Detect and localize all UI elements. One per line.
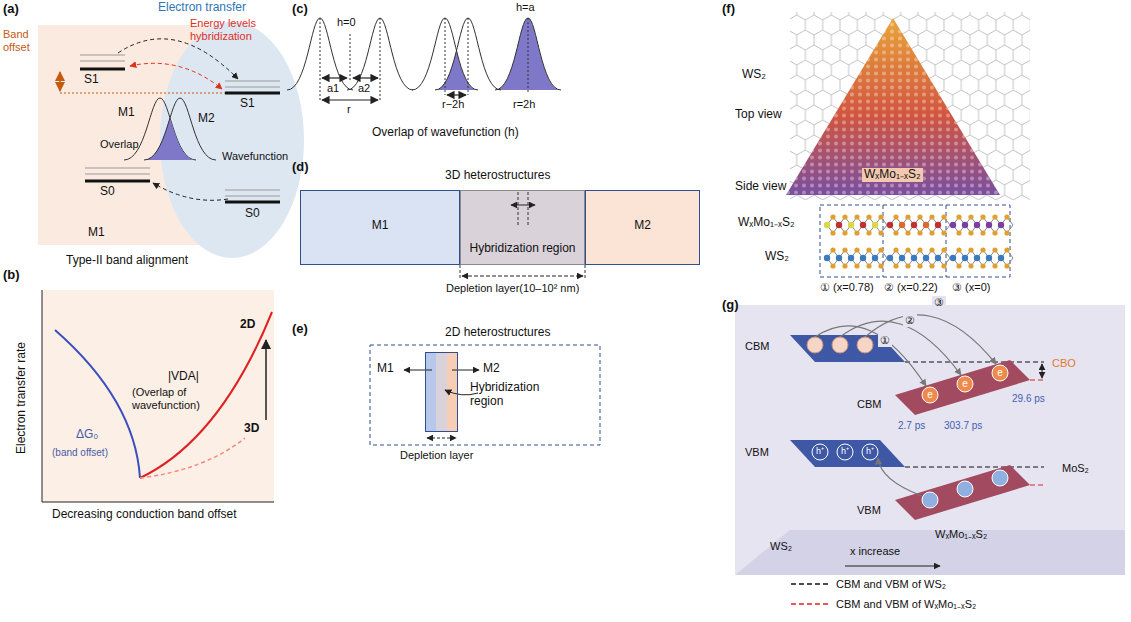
annotation-text: WS₂: [765, 250, 789, 264]
region-label: M1: [372, 219, 389, 233]
annotation-text: (band offset): [52, 447, 108, 459]
panel-label: (a): [3, 2, 19, 17]
annotation-text: CBO: [1052, 357, 1076, 370]
annotation-text: e: [927, 389, 933, 401]
annotation-text: M1: [377, 362, 394, 376]
annotation-text: CBM: [857, 398, 881, 411]
legend-swatch: [790, 599, 830, 609]
annotation-text: WₓMo₁₋ₓS₂: [862, 168, 923, 182]
panel-label: (g): [722, 298, 739, 313]
annotation-text: h=0: [337, 16, 356, 29]
annotation-text: Type-II band alignment: [66, 254, 188, 268]
annotation-text: VBM: [745, 446, 769, 459]
annotation-text: 29.6 ps: [1012, 393, 1045, 405]
annotation-text: WS₂: [742, 68, 766, 82]
legend-swatch: [790, 579, 830, 589]
annotation-text: S0: [100, 185, 115, 199]
annotation-text: ③ (x=0): [952, 281, 990, 294]
annotation-text: a1: [327, 82, 339, 95]
annotation-text: S1: [84, 73, 99, 87]
annotation-text: ① (x=0.78): [820, 281, 874, 294]
annotation-text: ② (x=0.22): [884, 281, 938, 294]
annotation-text: WS₂: [770, 540, 792, 553]
annotation-text: ②: [903, 314, 917, 327]
annotation-text: Energy levels hybridization: [190, 17, 272, 42]
annotation-text: 3D: [244, 422, 259, 436]
annotation-text: 303.7 ps: [944, 420, 982, 432]
region-label: Hybridization region: [470, 381, 552, 409]
legend-text: CBM and VBM of WₓMo₁₋ₓS₂: [836, 596, 976, 611]
region-box: M1: [300, 190, 460, 265]
annotation-text: h⁺: [841, 446, 849, 456]
annotation-text: Overlap: [100, 138, 139, 151]
annotation-text: ΔG₀: [76, 428, 98, 442]
annotation-text: M1: [118, 106, 135, 120]
annotation-text: r: [347, 103, 351, 116]
annotation-text: 2.7 ps: [898, 420, 925, 432]
panel-label: (b): [3, 268, 20, 283]
annotation-text: Wavefunction: [222, 150, 288, 163]
annotation-text: CBM: [745, 340, 769, 353]
annotation-text: WₓMo₁₋ₓS₂: [738, 216, 795, 230]
annotation-text: WₓMo₁₋ₓS₂: [935, 528, 987, 541]
region-box: Hybridization region: [460, 190, 585, 265]
annotation-text: Side view: [735, 180, 786, 194]
axis-title: Decreasing conduction band offset: [52, 508, 237, 522]
annotation-text: Overlap of wavefunction (h): [372, 126, 519, 140]
legend-row: CBM and VBM of WₓMo₁₋ₓS₂: [790, 596, 976, 611]
annotation-text: ①: [878, 334, 892, 347]
annotation-text: S0: [245, 207, 260, 221]
annotation-text: h⁺: [866, 446, 874, 456]
panel-label: (c): [292, 2, 308, 17]
annotation-text: (Overlap of wavefunction): [132, 386, 218, 411]
annotation-text: S1: [240, 97, 255, 111]
annotation-text: VBM: [857, 504, 881, 517]
annotation-text: MoS₂: [1062, 462, 1089, 475]
annotation-text: |VDA|: [168, 370, 199, 384]
annotation-text: h⁺: [816, 446, 824, 456]
axis-title: Electron transfer rate: [15, 342, 29, 454]
annotation-text: Electron transfer: [158, 1, 246, 15]
annotation-text: e: [997, 367, 1003, 379]
annotation-text: 2D: [240, 318, 255, 332]
legend-row: CBM and VBM of WS₂: [790, 578, 946, 590]
annotation-text: ③: [932, 296, 946, 309]
annotation-text: Band offset: [3, 28, 51, 53]
annotation-text: r=2h: [513, 98, 535, 111]
annotation-text: h=a: [516, 1, 535, 14]
annotation-text: a2: [358, 82, 370, 95]
region-label: M2: [634, 219, 651, 233]
panel-label: (f): [722, 2, 735, 17]
legend-text: CBM and VBM of WS₂: [836, 578, 946, 590]
region-label: Hybridization region: [469, 242, 575, 256]
annotation-text: e: [962, 378, 968, 390]
annotation-text: M2: [483, 362, 500, 376]
panel-label: (d): [292, 160, 309, 175]
panel-label: (e): [292, 322, 308, 337]
annotation-text: 3D heterostructures: [445, 169, 550, 183]
annotation-text: 2D heterostructures: [445, 326, 550, 340]
region-box: M2: [585, 190, 700, 265]
annotation-text: Depletion layer(10–10² nm): [446, 282, 579, 295]
annotation-text: Depletion layer: [400, 449, 473, 462]
annotation-text: r−2h: [442, 98, 464, 111]
region-box: Hybridization region: [425, 352, 458, 432]
annotation-text: M1: [88, 226, 105, 240]
annotation-text: x increase: [850, 545, 900, 558]
annotation-text: M2: [198, 112, 215, 126]
annotation-text: Top view: [735, 108, 782, 122]
